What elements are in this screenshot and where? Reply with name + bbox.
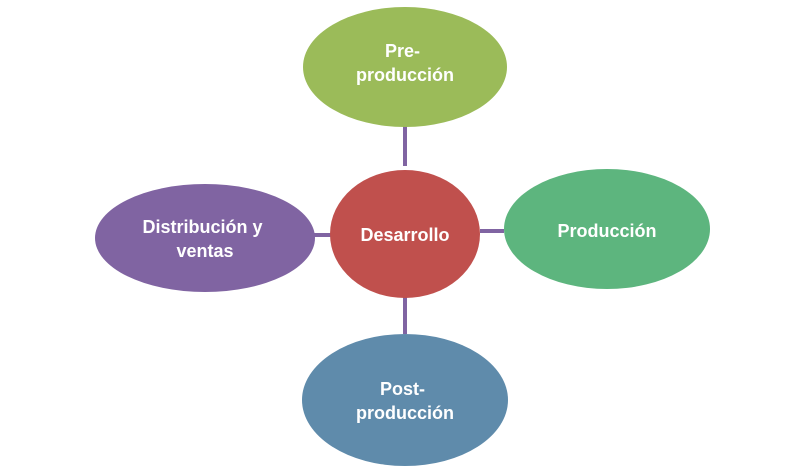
node-development-label: Desarrollo xyxy=(360,225,449,245)
node-distribution-sales: Distribución y ventas xyxy=(95,184,315,292)
node-production-shape xyxy=(504,169,710,289)
node-production: Producción xyxy=(504,169,710,289)
node-development-shape xyxy=(330,170,480,298)
node-post-production: Post- producción xyxy=(302,334,508,466)
node-pre-production-label: Pre- producción xyxy=(356,41,454,85)
node-post-production-shape xyxy=(302,334,508,466)
node-development: Desarrollo xyxy=(330,170,480,298)
node-distribution-sales-label: Distribución y ventas xyxy=(142,217,267,261)
node-production-label: Producción xyxy=(557,221,656,241)
node-distribution-sales-shape xyxy=(95,184,315,292)
node-pre-production: Pre- producción xyxy=(303,7,507,127)
node-post-production-label: Post- producción xyxy=(356,379,454,423)
node-pre-production-shape xyxy=(303,7,507,127)
